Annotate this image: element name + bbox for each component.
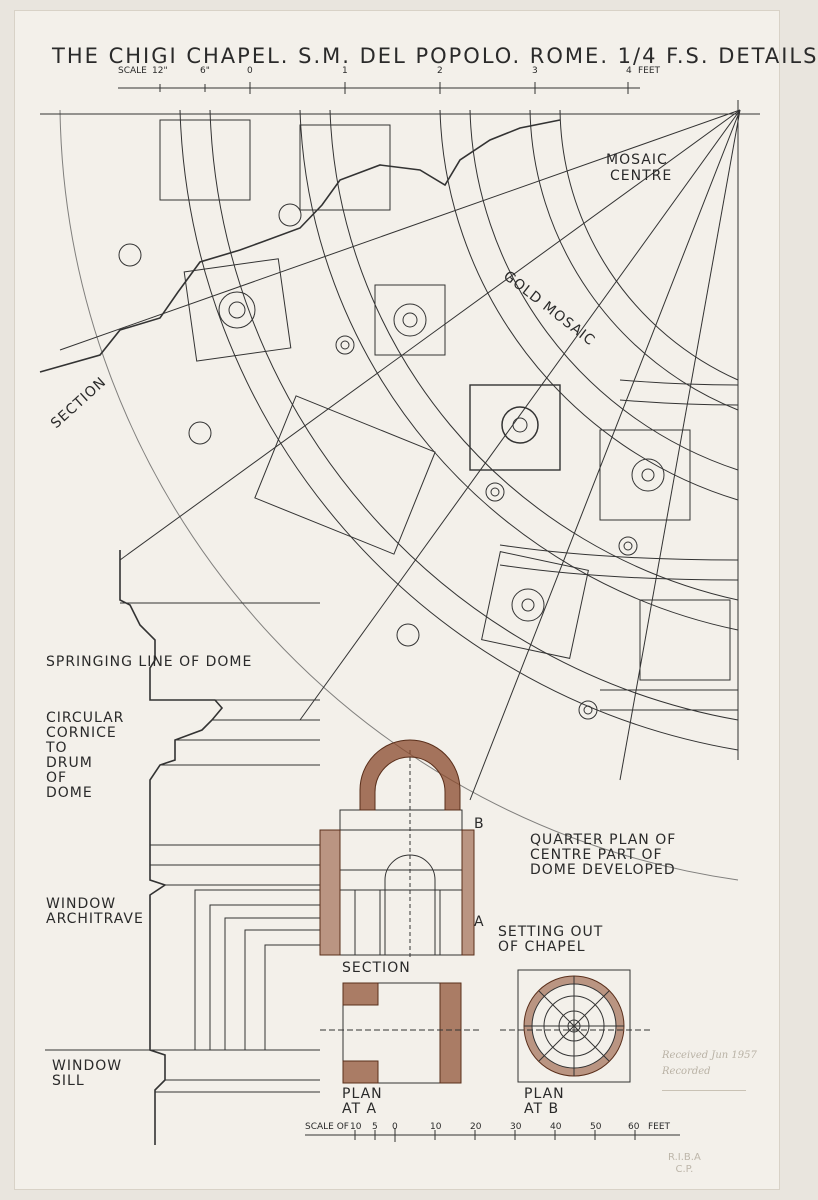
bottom-scale-unit: FEET: [648, 1122, 671, 1132]
cornice-label: CORNICE: [46, 725, 117, 741]
window-architrave: [194, 889, 320, 1050]
archive-mark-line: C.P.: [675, 1164, 694, 1175]
drawing-title: THE CHIGI CHAPEL. S.M. DEL POPOLO. ROME.…: [52, 44, 818, 68]
top-scale-unit: FEET: [638, 66, 661, 76]
rosettes: [218, 291, 665, 622]
section-dome-wash: [359, 739, 461, 811]
cornice-label: OF: [46, 770, 68, 786]
bottom-scale-prefix: SCALE OF: [305, 1122, 349, 1132]
coffer-panels: [159, 119, 731, 681]
cornice-label: DRUM: [46, 755, 93, 771]
top-scale-prefix: SCALE: [118, 66, 147, 76]
top-scale-tick-label: 2: [437, 66, 443, 76]
plan-a-label: AT A: [342, 1101, 378, 1117]
plan-a-walls: [342, 982, 462, 1084]
top-scale-tick-label: 0: [247, 66, 253, 76]
quarter-plan-label: DOME DEVELOPED: [530, 862, 676, 878]
bottom-scale-tick-label: 20: [470, 1122, 482, 1132]
bottom-scale-tick-label: 10: [350, 1122, 362, 1132]
recorded-stamp: Recorded: [662, 1066, 711, 1077]
bottom-scale-tick-label: 0: [392, 1122, 398, 1132]
window-sill-label: SILL: [52, 1073, 85, 1089]
top-scale-tick-label: 1: [342, 66, 348, 76]
small-section-label: SECTION: [342, 960, 411, 976]
quarter-plan-label: CENTRE PART OF: [530, 847, 663, 863]
section-wall-wash-right: [461, 829, 475, 956]
cornice-profile: [119, 550, 224, 1145]
quarter-plan-label: QUARTER PLAN OF: [530, 832, 677, 848]
cornice-label: DOME: [46, 785, 93, 801]
bottom-scale-tick-label: 50: [590, 1122, 602, 1132]
cornice-label: TO: [46, 740, 68, 756]
plan-a-label: PLAN: [342, 1086, 383, 1102]
egg-and-dart-band: [499, 379, 739, 711]
section-wall-wash-left: [319, 829, 341, 956]
archive-mark-line: R.I.B.A: [668, 1152, 701, 1163]
chapel-section: [339, 750, 463, 960]
window-sill-label: WINDOW: [52, 1058, 123, 1074]
window-architrave-label: WINDOW: [46, 896, 117, 912]
section-cut-line: [39, 119, 561, 373]
bottom-scale-tick-label: 10: [430, 1122, 442, 1132]
top-scale-tick-label: 6": [200, 66, 210, 76]
mosaic-centre-label: MOSAIC: [606, 152, 668, 168]
top-scale-tick-label: 3: [532, 66, 538, 76]
setting-out-label: OF CHAPEL: [498, 939, 586, 955]
rib-junction-circles: [118, 203, 638, 720]
window-architrave-label: ARCHITRAVE: [46, 911, 144, 927]
bottom-scale-tick-label: 30: [510, 1122, 522, 1132]
plan-b-label: AT B: [524, 1101, 560, 1117]
architectural-drawing: [39, 82, 760, 1145]
top-scale-tick-label: 4: [626, 66, 632, 76]
plan-b-circles: [523, 975, 625, 1077]
bottom-scale-tick-label: 60: [628, 1122, 640, 1132]
plan-b-outline: [517, 969, 631, 1083]
springing-line-label: SPRINGING LINE OF DOME: [46, 654, 253, 670]
archive-mark: R.I.B.A C.P.: [668, 1152, 701, 1176]
mosaic-centre-label: CENTRE: [610, 168, 673, 184]
top-scale-ticks: [159, 82, 629, 94]
received-stamp: Received Jun 1957: [662, 1050, 757, 1061]
bottom-scale-tick-label: 5: [372, 1122, 378, 1132]
setting-out-label: SETTING OUT: [498, 924, 604, 940]
dome-radial-ribs: [59, 109, 741, 801]
dome-rings: [59, 109, 739, 881]
top-scale-tick-label: 12": [152, 66, 168, 76]
cornice-mouldings: [45, 602, 320, 1093]
cornice-label: CIRCULAR: [46, 710, 125, 726]
bottom-scale-ticks: [354, 1128, 636, 1142]
plan-b-label: PLAN: [524, 1086, 565, 1102]
section-mark-a: A: [474, 914, 485, 930]
section-mark-b: B: [474, 816, 485, 832]
signature-mark: [662, 1082, 746, 1091]
bottom-scale-tick-label: 40: [550, 1122, 562, 1132]
